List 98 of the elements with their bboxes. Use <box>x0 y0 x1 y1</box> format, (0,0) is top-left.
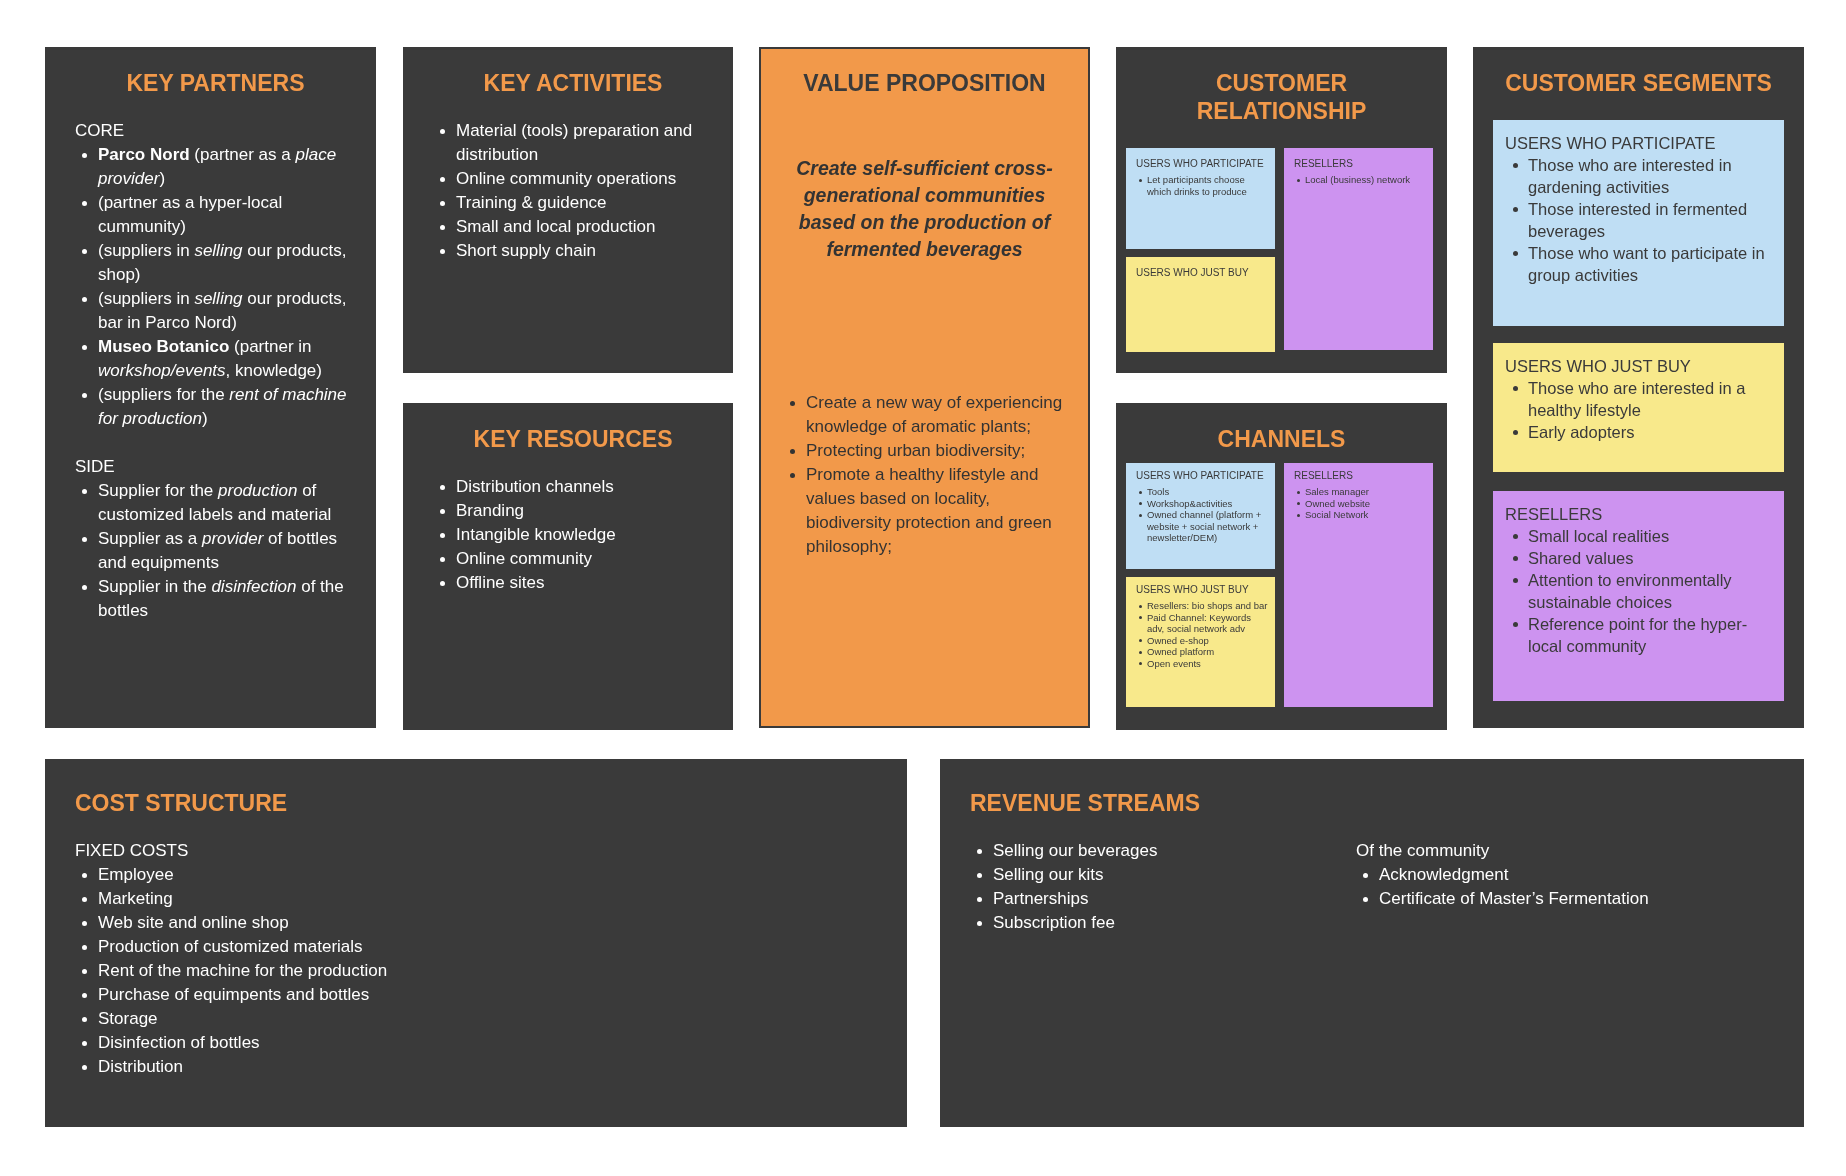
list-item: Short supply chain <box>433 239 596 263</box>
list-item: Social Network <box>1294 509 1369 521</box>
list-item: Owned e-shop <box>1136 634 1209 646</box>
list-item: Those who are interested in a healthy lifestyle <box>1505 377 1776 421</box>
list-item: Subscription fee <box>970 911 1115 935</box>
statement-text: Create self-sufficient cross-generational communities based on the production of fermented beverages <box>795 156 1054 262</box>
list-item: Resellers: bio shops and bar <box>1136 600 1268 612</box>
subheading: Of the community <box>1356 840 1490 862</box>
list-item: Owned website <box>1294 497 1370 509</box>
highlight-panel <box>759 47 1090 728</box>
list-item: Paid Channel: Keywords adv, social network adv <box>1136 611 1269 635</box>
section-panel <box>1116 403 1447 730</box>
list-item: Create a new way of experiencing knowledge of aromatic plants; <box>783 391 1066 439</box>
list-item: Acknowledgment <box>1356 863 1509 887</box>
list-item: Offline sites <box>433 571 545 595</box>
list-item: Those who are interested in gardening activities <box>1505 154 1776 198</box>
section-heading: CUSTOMER SEGMENTS <box>1505 69 1772 97</box>
list-item: Those interested in fermented beverages <box>1505 198 1776 242</box>
section-panel <box>1473 47 1804 728</box>
list-item: Promote a healthy lifestyle and values based on locality, biodiversity protection and green philosophy; <box>783 463 1066 559</box>
section-heading: VALUE PROPOSITION <box>803 69 1046 97</box>
list-item: Those who want to participate in group activities <box>1505 242 1776 286</box>
section-heading: KEY RESOURCES <box>473 425 673 453</box>
list-item: Attention to environmentally sustainable choices <box>1505 569 1776 613</box>
list-item: Open events <box>1136 657 1201 669</box>
list-item: Intangible knowledge <box>433 523 616 547</box>
list-item: Shared values <box>1505 547 1634 569</box>
list-item: Online community <box>433 547 593 571</box>
sticky-note <box>1126 257 1275 352</box>
sticky-note <box>1493 120 1784 326</box>
sticky-note <box>1126 148 1275 249</box>
list-item: Distribution channels <box>433 475 614 499</box>
note-heading: RESELLERS <box>1294 469 1353 482</box>
list-item: Museo Botanico (partner in workshop/events, knowledge) <box>75 335 356 383</box>
list-item: Online community operations <box>433 167 677 191</box>
section-heading: KEY ACTIVITIES <box>483 69 663 97</box>
list-item: Storage <box>75 1007 158 1031</box>
section-panel <box>45 47 376 728</box>
note-heading: RESELLERS <box>1505 504 1603 525</box>
list-item: Selling our beverages <box>970 839 1158 863</box>
list-item: Selling our kits <box>970 863 1104 887</box>
note-heading: USERS WHO PARTICIPATE <box>1136 157 1264 170</box>
list-item: Production of customized materials <box>75 935 363 959</box>
sticky-note <box>1126 577 1275 707</box>
list-item: Web site and online shop <box>75 911 289 935</box>
list-item: Small and local production <box>433 215 656 239</box>
section-panel <box>940 759 1804 1127</box>
list-item: Workshop&activities <box>1136 497 1233 509</box>
list-item: Rent of the machine for the production <box>75 959 388 983</box>
sticky-note <box>1284 463 1433 707</box>
sticky-note <box>1284 148 1433 350</box>
note-heading: RESELLERS <box>1294 157 1353 170</box>
list-item: Owned platform <box>1136 646 1215 658</box>
list-item: Parco Nord (partner as a place provider) <box>75 143 356 191</box>
list-item: Reference point for the hyper-local community <box>1505 613 1776 657</box>
section-heading: COST STRUCTURE <box>75 789 288 817</box>
section-panel <box>1116 47 1447 373</box>
note-heading: USERS WHO PARTICIPATE <box>1505 133 1716 154</box>
list-item: (suppliers in selling our products, bar in Parco Nord) <box>75 287 356 335</box>
list-item: Owned channel (platform + website + social network + newsletter/DEM) <box>1136 509 1269 544</box>
list-item: Partnerships <box>970 887 1089 911</box>
subheading: SIDE <box>75 456 115 478</box>
note-heading: USERS WHO PARTICIPATE <box>1136 469 1264 482</box>
list-item: Sales manager <box>1294 486 1369 498</box>
section-heading: CHANNELS <box>1217 425 1346 453</box>
list-item: Marketing <box>75 887 173 911</box>
list-item: (partner as a hyper-local cummunity) <box>75 191 356 239</box>
subheading: FIXED COSTS <box>75 840 189 862</box>
list-item: Local (business) network <box>1294 174 1411 186</box>
list-item: Certificate of Master’s Fermentation <box>1356 887 1649 911</box>
note-heading: USERS WHO JUST BUY <box>1136 266 1249 279</box>
list-item: Supplier in the disinfection of the bottles <box>75 575 356 623</box>
section-panel <box>403 403 733 730</box>
subheading: CORE <box>75 120 125 142</box>
list-item: Early adopters <box>1505 421 1635 443</box>
list-item: Purchase of equimpents and bottles <box>75 983 370 1007</box>
list-item: (suppliers for the rent of machine for production) <box>75 383 356 431</box>
sticky-note <box>1493 491 1784 701</box>
list-item: (suppliers in selling our products, shop) <box>75 239 356 287</box>
section-heading: REVENUE STREAMS <box>970 789 1201 817</box>
section-panel <box>403 47 733 373</box>
list-item: Tools <box>1136 486 1170 498</box>
list-item: Branding <box>433 499 525 523</box>
list-item: Disinfection of bottles <box>75 1031 260 1055</box>
list-item: Distribution <box>75 1055 184 1079</box>
sticky-note <box>1493 343 1784 472</box>
sticky-note <box>1126 463 1275 569</box>
list-item: Small local realities <box>1505 525 1670 547</box>
list-item: Let participants choose which drinks to produce <box>1136 174 1267 197</box>
note-heading: USERS WHO JUST BUY <box>1136 583 1249 596</box>
section-heading: KEY PARTNERS <box>126 69 305 97</box>
list-item: Protecting urban biodiversity; <box>783 439 1026 463</box>
list-item: Employee <box>75 863 174 887</box>
note-heading: USERS WHO JUST BUY <box>1505 356 1691 377</box>
section-heading: CUSTOMER RELATIONSHIP <box>1195 69 1368 125</box>
list-item: Training & guidence <box>433 191 607 215</box>
section-panel <box>45 759 907 1127</box>
list-item: Material (tools) preparation and distribution <box>433 119 713 167</box>
